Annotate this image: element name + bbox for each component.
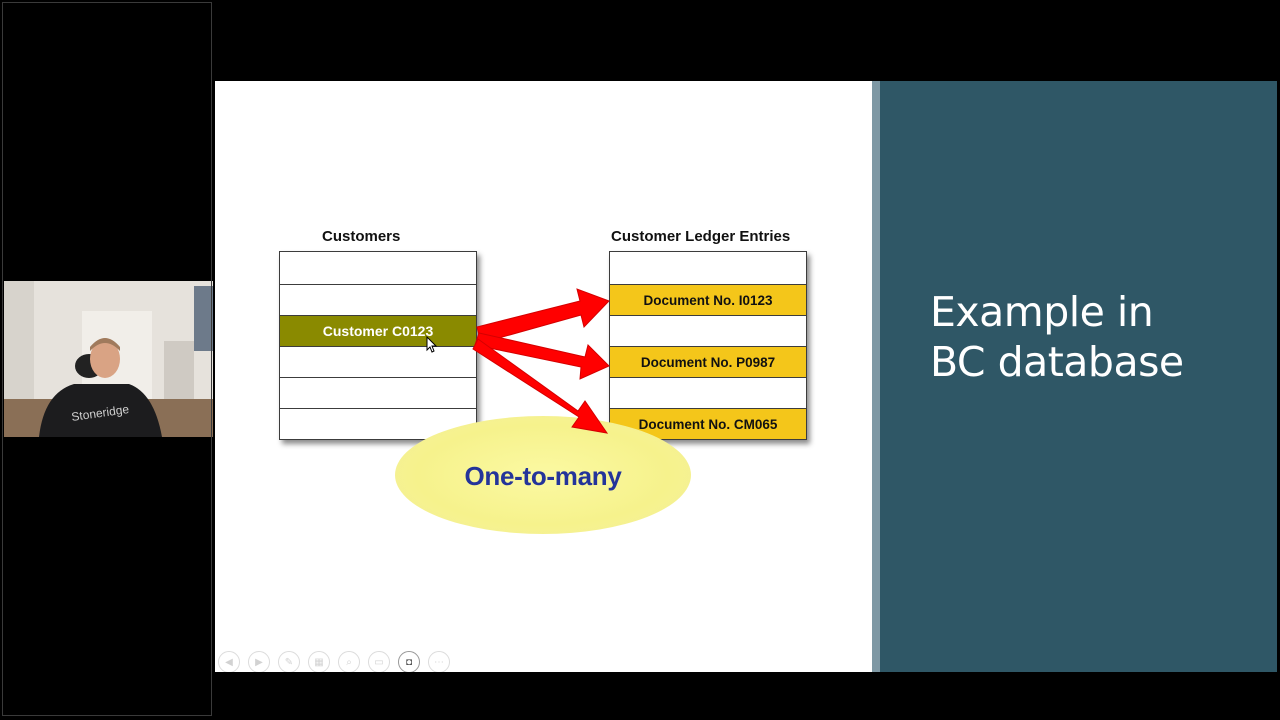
subtitles-icon[interactable]: ▭ [368, 651, 390, 672]
zoom-icon[interactable]: ⌕ [338, 651, 360, 672]
customer-row [280, 284, 476, 315]
slides-grid-icon[interactable]: ▦ [308, 651, 330, 672]
more-icon[interactable]: ⋯ [428, 651, 450, 672]
customer-row [280, 377, 476, 408]
ledger-row-highlighted: Document No. P0987 [610, 346, 806, 377]
side-panel: Example in BC database [880, 81, 1277, 672]
previous-icon[interactable]: ◀ [218, 651, 240, 672]
one-to-many-ellipse: One-to-many [395, 416, 691, 534]
arrow-to-second-entry [474, 332, 610, 380]
pen-icon[interactable]: ✎ [278, 651, 300, 672]
arrow-to-first-entry [476, 288, 610, 344]
ledger-table: Document No. I0123 Document No. P0987 Do… [609, 251, 807, 440]
customer-row [280, 346, 476, 377]
ledger-row [610, 377, 806, 408]
customers-table: Customer C0123 [279, 251, 477, 440]
mouse-cursor-icon [426, 336, 438, 353]
ledger-row-highlighted: Document No. I0123 [610, 284, 806, 315]
presenter-image: Stoneridge [4, 281, 213, 437]
ledger-row [610, 315, 806, 346]
slide-canvas: Customers Customer C0123 Customer Ledger… [215, 81, 876, 672]
camera-icon[interactable]: ◘ [398, 651, 420, 672]
next-icon[interactable]: ▶ [248, 651, 270, 672]
customers-table-title: Customers [322, 228, 401, 245]
arrow-to-third-entry [472, 338, 609, 434]
customer-row [280, 408, 476, 439]
customer-row-highlighted: Customer C0123 [280, 315, 476, 346]
webcam-video: Stoneridge [4, 281, 213, 437]
ledger-table-title: Customer Ledger Entries [611, 228, 791, 245]
presentation-toolbar: ◀ ▶ ✎ ▦ ⌕ ▭ ◘ ⋯ [218, 651, 450, 672]
slide-divider [872, 81, 880, 672]
relationship-label: One-to-many [464, 461, 622, 491]
side-panel-title: Example in BC database [930, 287, 1260, 387]
side-title-line-1: Example in [930, 288, 1154, 336]
relationship-arrows [472, 288, 610, 434]
side-title-line-2: BC database [930, 338, 1184, 386]
